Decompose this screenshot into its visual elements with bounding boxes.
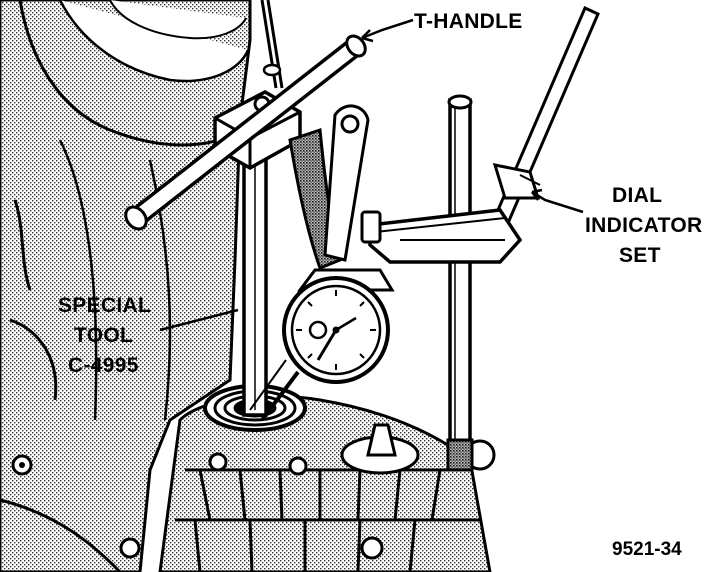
- indicator-clamp: [360, 163, 541, 264]
- label-special-tool-line1: SPECIAL: [58, 294, 151, 317]
- leader-special-tool: [159, 308, 239, 332]
- label-dial-line3: SET: [619, 244, 661, 267]
- label-special-tool-line3: C-4995: [68, 354, 139, 377]
- indicator-base-rod: [446, 94, 474, 472]
- t-handle: [124, 34, 367, 231]
- support-arm: [288, 104, 370, 270]
- extension-housing: [158, 394, 492, 572]
- shift-rail-boss: [340, 423, 496, 475]
- dial-indicator-gauge: [249, 268, 395, 422]
- label-special-tool-line2: TOOL: [74, 324, 133, 347]
- callout-labels: T-HANDLE DIAL INDICATOR SET SPECIAL TOOL…: [58, 10, 702, 560]
- leader-t-handle: [361, 18, 414, 40]
- transmission-housing: [0, 0, 252, 572]
- label-dial-line1: DIAL: [612, 184, 662, 207]
- callout-leaders: [159, 18, 584, 332]
- leader-dial-indicator-set: [531, 190, 584, 214]
- figure-number: 9521-34: [612, 539, 682, 560]
- indicator-rod-left: [260, 0, 284, 89]
- label-dial-line2: INDICATOR: [585, 214, 702, 237]
- label-t-handle: T-HANDLE: [414, 10, 523, 33]
